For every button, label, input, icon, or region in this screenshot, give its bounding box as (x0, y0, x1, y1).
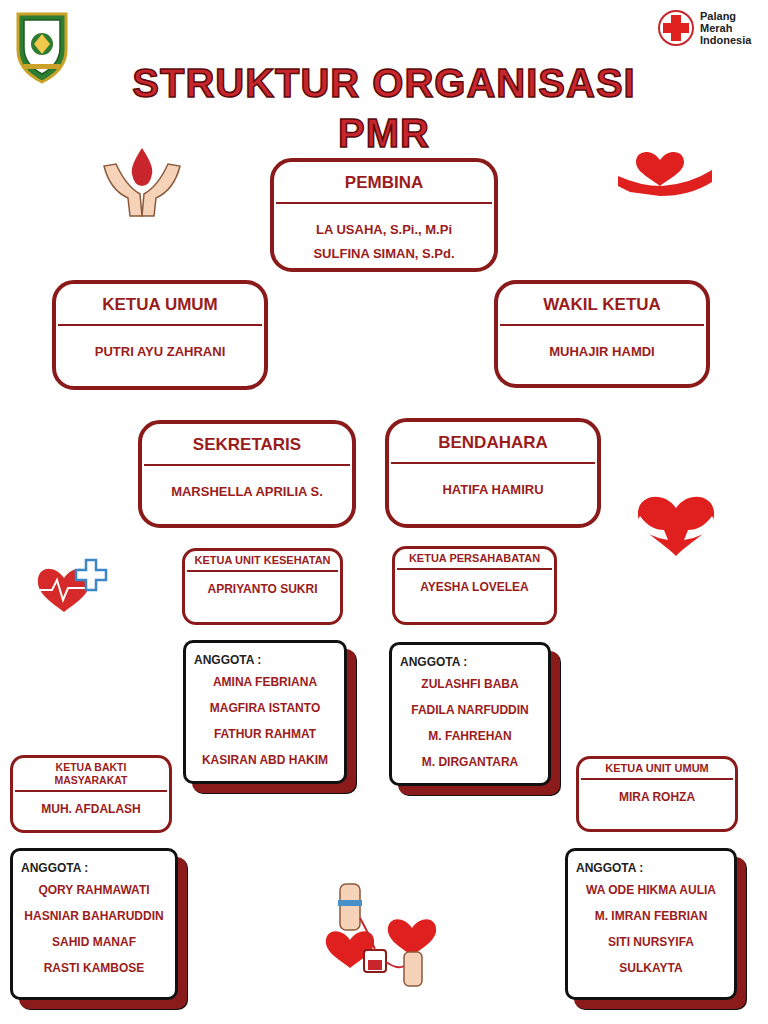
member-heading: ANGGOTA : (13, 859, 175, 877)
person-name: APRIYANTO SUKRI (185, 572, 340, 598)
member-name: HASNIAR BAHARUDDIN (13, 903, 175, 929)
heading-divider (397, 568, 552, 570)
diagram-title: STRUKTUR ORGANISASI PMR (94, 58, 674, 158)
member-name: FATHUR RAHMAT (186, 721, 344, 747)
person-name: LA USAHA, S.Pi., M.Pi (274, 204, 494, 242)
person-name: SULFINA SIMAN, S.Pd. (274, 242, 494, 266)
member-name: WA ODE HIKMA AULIA (568, 877, 734, 903)
role-heading: KETUA BAKTI MASYARAKAT (13, 758, 169, 790)
member-name: KASIRAN ABD HAKIM (186, 747, 344, 773)
member-name: SAHID MANAF (13, 929, 175, 955)
member-box: ANGGOTA :WA ODE HIKMA AULIAM. IMRAN FEBR… (565, 848, 737, 1000)
member-name: ZULASHFI BABA (392, 671, 548, 697)
member-name: AMINA FEBRIANA (186, 669, 344, 695)
person-name: AYESHA LOVELEA (395, 570, 554, 596)
role-box: PEMBINALA USAHA, S.Pi., M.PiSULFINA SIMA… (270, 158, 498, 272)
member-box: ANGGOTA :ZULASHFI BABAFADILA NARFUDDINM.… (389, 642, 551, 786)
member-heading: ANGGOTA : (186, 651, 344, 669)
member-name: RASTI KAMBOSE (13, 955, 175, 981)
role-heading: KETUA UMUM (56, 284, 264, 324)
role-box: WAKIL KETUAMUHAJIR HAMDI (494, 280, 710, 388)
heading-divider (144, 464, 350, 466)
heart-cross-icon (38, 560, 106, 612)
member-name: MAGFIRA ISTANTO (186, 695, 344, 721)
pmi-logo (659, 11, 693, 45)
heading-divider (15, 790, 167, 792)
heading-divider (276, 202, 492, 204)
heading-divider (581, 778, 733, 780)
hands-drop-icon (104, 148, 180, 216)
person-name: MUH. AFDALASH (13, 792, 169, 818)
logo-label: Palang Merah Indonesia (700, 10, 764, 46)
role-heading: KETUA UNIT KESEHATAN (185, 551, 340, 570)
role-box: KETUA PERSAHABATAN AYESHA LOVELEA (392, 546, 557, 625)
member-name: FADILA NARFUDDIN (392, 697, 548, 723)
role-box: SEKRETARISMARSHELLA APRILIA S. (138, 420, 356, 528)
person-name: MARSHELLA APRILIA S. (142, 466, 352, 504)
member-name: M. IMRAN FEBRIAN (568, 903, 734, 929)
member-box: ANGGOTA :AMINA FEBRIANAMAGFIRA ISTANTOFA… (183, 640, 347, 784)
heading-divider (391, 462, 595, 464)
role-heading: PEMBINA (274, 162, 494, 202)
person-name: HATIFA HAMIRU (389, 464, 597, 502)
heading-divider (187, 570, 338, 572)
role-heading: KETUA PERSAHABATAN (395, 549, 554, 568)
person-name: MUHAJIR HAMDI (498, 326, 706, 364)
role-box: KETUA UNIT KESEHATAN APRIYANTO SUKRI (182, 548, 343, 625)
role-heading: BENDAHARA (389, 422, 597, 462)
member-name: SULKAYTA (568, 955, 734, 981)
blood-donation-icon (326, 884, 436, 986)
role-heading: SEKRETARIS (142, 424, 352, 464)
role-box: KETUA UMUMPUTRI AYU ZAHRANI (52, 280, 268, 390)
heart-hands-icon (636, 497, 716, 556)
role-box: KETUA BAKTI MASYARAKATMUH. AFDALASH (10, 755, 172, 833)
member-name: QORY RAHMAWATI (13, 877, 175, 903)
member-box: ANGGOTA :QORY RAHMAWATIHASNIAR BAHARUDDI… (10, 848, 178, 1000)
person-name: MIRA ROHZA (579, 780, 735, 806)
member-name: SITI NURSYIFA (568, 929, 734, 955)
role-box: BENDAHARAHATIFA HAMIRU (385, 418, 601, 528)
member-name: M. FAHREHAN (392, 723, 548, 749)
member-heading: ANGGOTA : (392, 653, 548, 671)
member-heading: ANGGOTA : (568, 859, 734, 877)
member-name: M. DIRGANTARA (392, 749, 548, 775)
role-heading: WAKIL KETUA (498, 284, 706, 324)
school-logo (18, 14, 66, 82)
heading-divider (58, 324, 262, 326)
role-box: KETUA UNIT UMUM MIRA ROHZA (576, 756, 738, 832)
hand-heart-icon (618, 152, 712, 196)
heading-divider (500, 324, 704, 326)
person-name: PUTRI AYU ZAHRANI (56, 326, 264, 364)
role-heading: KETUA UNIT UMUM (579, 759, 735, 778)
